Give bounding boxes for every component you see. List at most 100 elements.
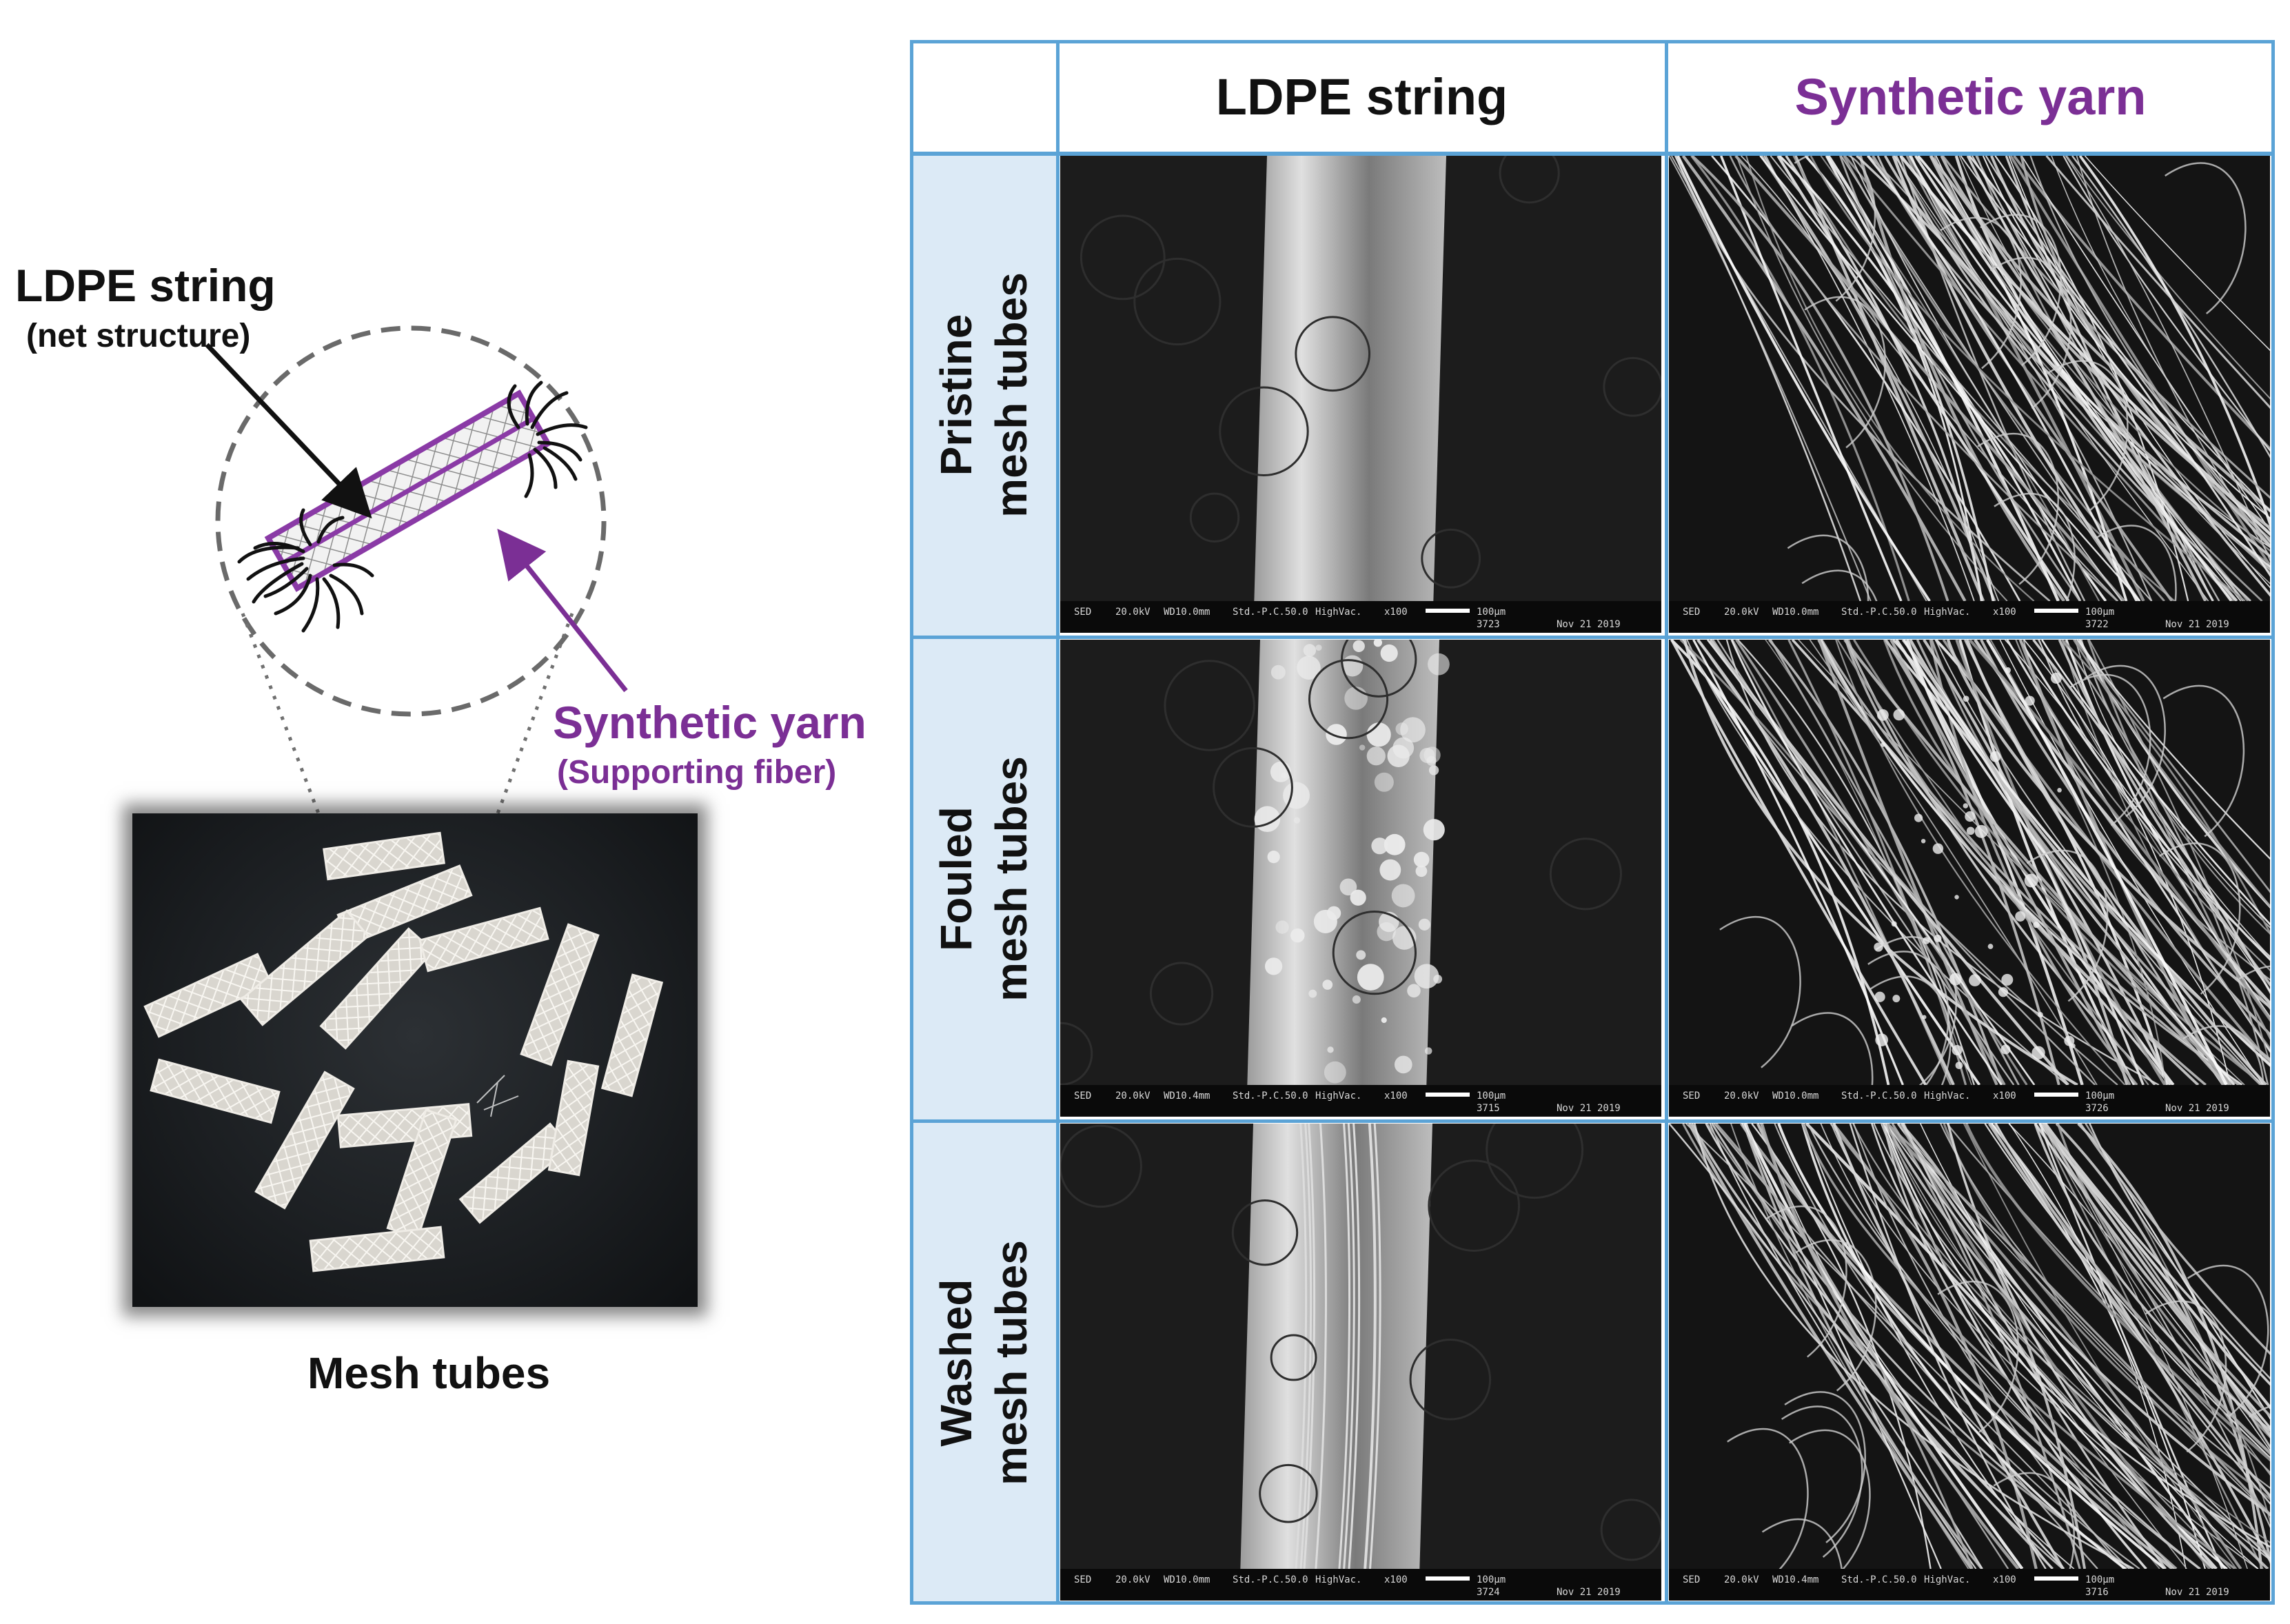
grid-line	[910, 1119, 2275, 1123]
sem-image-pristine-ldpe: SED 20.0kV WD10.0mm Std.-P.C.50.0 HighVa…	[1060, 156, 1661, 633]
magnifier-circle	[215, 325, 607, 717]
sem-date: Nov 21 2019	[1557, 1587, 1621, 1598]
sem-image-fouled-ldpe: SED 20.0kV WD10.4mm Std.-P.C.50.0 HighVa…	[1060, 640, 1661, 1117]
sem-date: Nov 21 2019	[1557, 619, 1621, 630]
sem-vacuum: HighVac.	[1924, 1574, 1971, 1585]
sem-working-distance: WD10.0mm	[1772, 607, 1819, 618]
sem-date: Nov 21 2019	[2165, 619, 2229, 630]
sem-info-bar: SED 20.0kV WD10.0mm Std.-P.C.50.0 HighVa…	[1060, 1569, 1661, 1601]
sem-magnification: x100	[1384, 607, 1408, 618]
scale-bar	[2034, 609, 2078, 613]
row-header-line2: mesh tubes	[986, 756, 1036, 1002]
sem-detector: SED	[1683, 607, 1701, 618]
sem-magnification: x100	[1993, 1090, 2016, 1102]
sem-std: Std.-P.C.50.0	[1841, 1090, 1917, 1102]
sem-detector: SED	[1074, 1090, 1092, 1102]
synthetic-yarn-label: Synthetic yarn	[553, 697, 867, 748]
sem-date: Nov 21 2019	[1557, 1103, 1621, 1114]
mesh-tubes-photo	[132, 813, 698, 1307]
sem-working-distance: WD10.4mm	[1772, 1574, 1819, 1585]
sem-scale-label: 100μm	[1477, 1090, 1506, 1102]
ldpe-string-sublabel: (net structure)	[26, 318, 251, 354]
sem-working-distance: WD10.0mm	[1164, 607, 1210, 618]
sem-image-id: 3722	[2085, 619, 2109, 630]
header-corner-cell	[910, 40, 1057, 153]
row-header-line2: mesh tubes	[986, 1240, 1036, 1485]
grid-line	[1056, 40, 1060, 1605]
frayed-end-right	[507, 380, 588, 498]
sem-working-distance: WD10.0mm	[1164, 1574, 1210, 1585]
zoom-line-left	[241, 613, 321, 814]
row-header-line1: Fouled	[931, 806, 981, 951]
sem-image-fouled-yarn: SED 20.0kV WD10.0mm Std.-P.C.50.0 HighVa…	[1669, 640, 2270, 1117]
sem-scale-label: 100μm	[2085, 1090, 2115, 1102]
grid-line	[910, 152, 2275, 156]
sem-vacuum: HighVac.	[1315, 1090, 1362, 1102]
sem-info-bar: SED 20.0kV WD10.0mm Std.-P.C.50.0 HighVa…	[1669, 1085, 2270, 1117]
sem-magnification: x100	[1384, 1090, 1408, 1102]
column-header-yarn: Synthetic yarn	[1666, 40, 2275, 153]
sem-info-bar: SED 20.0kV WD10.4mm Std.-P.C.50.0 HighVa…	[1060, 1085, 1661, 1117]
sem-image-id: 3724	[1477, 1587, 1500, 1598]
sem-vacuum: HighVac.	[1315, 607, 1362, 618]
sem-magnification: x100	[1993, 607, 2016, 618]
grid-line	[910, 40, 913, 1605]
sem-voltage: 20.0kV	[1724, 607, 1759, 618]
sem-info-bar: SED 20.0kV WD10.0mm Std.-P.C.50.0 HighVa…	[1060, 601, 1661, 633]
sem-working-distance: WD10.0mm	[1772, 1090, 1819, 1102]
sem-scale-label: 100μm	[1477, 607, 1506, 618]
mesh-tubes-caption: Mesh tubes	[307, 1348, 551, 1398]
scale-bar	[1426, 1093, 1470, 1097]
zoom-line-right	[496, 613, 574, 814]
row-header-line1: Pristine	[931, 314, 981, 476]
sem-vacuum: HighVac.	[1315, 1574, 1362, 1585]
sem-detector: SED	[1074, 607, 1092, 618]
sem-std: Std.-P.C.50.0	[1841, 607, 1917, 618]
grid-line	[910, 636, 2275, 639]
sem-vacuum: HighVac.	[1924, 607, 1971, 618]
sem-image-pristine-yarn: SED 20.0kV WD10.0mm Std.-P.C.50.0 HighVa…	[1669, 156, 2270, 633]
sem-voltage: 20.0kV	[1724, 1574, 1759, 1585]
sem-detector: SED	[1074, 1574, 1092, 1585]
ldpe-arrow	[205, 343, 372, 519]
sem-voltage: 20.0kV	[1115, 607, 1151, 618]
sem-image-washed-yarn: SED 20.0kV WD10.4mm Std.-P.C.50.0 HighVa…	[1669, 1124, 2270, 1601]
yarn-arrow	[497, 529, 628, 693]
sem-image-id: 3723	[1477, 619, 1500, 630]
sem-voltage: 20.0kV	[1724, 1090, 1759, 1102]
sem-scale-label: 100μm	[2085, 1574, 2115, 1585]
sem-std: Std.-P.C.50.0	[1841, 1574, 1917, 1585]
grid-line	[910, 40, 2275, 43]
sem-info-bar: SED 20.0kV WD10.4mm Std.-P.C.50.0 HighVa…	[1669, 1569, 2270, 1601]
sem-std: Std.-P.C.50.0	[1233, 1574, 1308, 1585]
sem-voltage: 20.0kV	[1115, 1574, 1151, 1585]
sem-magnification: x100	[1384, 1574, 1408, 1585]
mesh-tube-schematic	[205, 325, 628, 814]
sem-voltage: 20.0kV	[1115, 1090, 1151, 1102]
sem-detector: SED	[1683, 1090, 1701, 1102]
sem-date: Nov 21 2019	[2165, 1103, 2229, 1114]
scale-bar	[2034, 1576, 2078, 1581]
sem-image-id: 3715	[1477, 1103, 1500, 1114]
scale-bar	[1426, 609, 1470, 613]
sem-magnification: x100	[1993, 1574, 2016, 1585]
sem-working-distance: WD10.4mm	[1164, 1090, 1210, 1102]
row-header-line1: Washed	[931, 1279, 981, 1447]
sem-image-id: 3726	[2085, 1103, 2109, 1114]
frayed-end-left	[237, 508, 374, 633]
sem-std: Std.-P.C.50.0	[1233, 1090, 1308, 1102]
mesh-tube-drawing	[264, 389, 552, 592]
ldpe-string-label: LDPE string	[15, 260, 276, 311]
grid-line	[2271, 40, 2275, 1605]
grid-line	[1665, 40, 1668, 1605]
sem-scale-label: 100μm	[1477, 1574, 1506, 1585]
scale-bar	[2034, 1093, 2078, 1097]
sem-info-bar: SED 20.0kV WD10.0mm Std.-P.C.50.0 HighVa…	[1669, 601, 2270, 633]
sem-date: Nov 21 2019	[2165, 1587, 2229, 1598]
row-header-line2: mesh tubes	[986, 272, 1036, 518]
synthetic-yarn-sublabel: (Supporting fiber)	[557, 754, 837, 791]
sem-image-id: 3716	[2085, 1587, 2109, 1598]
